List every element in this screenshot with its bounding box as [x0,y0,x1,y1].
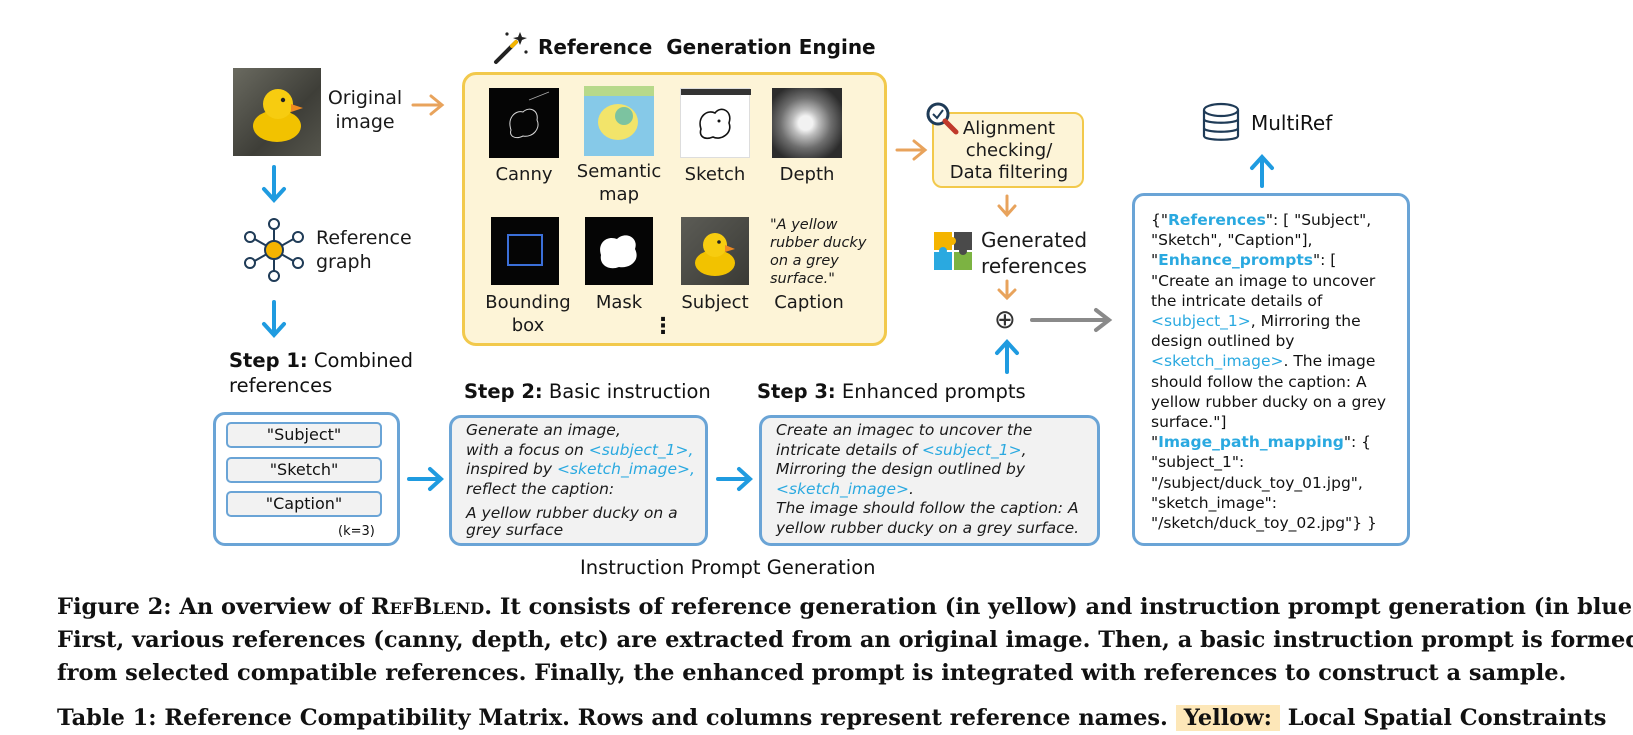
instruction-prompt-generation-label: Instruction Prompt Generation [580,556,876,579]
arrow-original-to-engine [411,94,445,116]
rubber-duck-photo [253,89,303,142]
sketch-thumbnail [680,88,751,158]
basic-instruction-text: Generate an image, with a focus on <subj… [466,421,695,539]
caption-reference-text: "A yellow rubber ducky on a grey surface… [770,217,867,287]
enhanced-prompt-box [759,415,1100,546]
reference-graph-label: Reference graph [316,227,412,273]
arrow-step1-to-step2 [407,467,444,491]
basic-instruction-box [449,415,708,546]
canny-thumbnail [489,88,559,158]
sketch-label: Sketch [684,164,746,185]
puzzle-icon [934,232,972,270]
semantic-map-thumbnail [584,86,654,156]
step2-title: Step 2: Basic instruction [464,380,711,403]
engine-title: Reference Generation Engine [538,35,876,59]
mask-thumbnail [585,217,653,285]
alignment-box [932,112,1084,188]
caption-label: Caption [774,292,844,313]
reference-graph-icon [244,218,304,282]
figure-caption-line-3: from selected compatible references. Fin… [57,660,1567,686]
arrow-step2-to-step3 [716,467,753,491]
enhanced-prompt-text: Create an imagec to uncover the intricat… [776,421,1080,537]
arrow-step3-to-plus [995,339,1019,374]
multiref-label: MultiRef [1251,111,1333,135]
arrow-plus-to-json [1030,308,1113,332]
arrow-alignment-to-generated [997,194,1017,218]
arrow-graph-to-step1 [262,300,286,338]
mask-label: Mask [595,292,643,313]
arrow-generated-to-plus [997,279,1017,301]
reference-item-sketch: "Sketch" [226,457,382,483]
bounding-box-thumbnail [491,217,559,285]
original-image-label: Original image [327,87,403,133]
subject-label: Subject [681,292,749,313]
generated-references-label: Generated references [980,228,1088,278]
arrow-json-to-multiref [1250,154,1274,188]
step3-title: Step 3: Enhanced prompts [757,380,1026,403]
arrow-engine-to-alignment [895,139,928,161]
database-icon [1202,102,1240,141]
reference-item-caption: "Caption" [226,491,382,517]
original-image [233,68,321,156]
combine-plus-icon: ⊕ [994,305,1016,335]
magic-wand-icon [494,32,528,64]
k-value: (k=3) [338,524,375,539]
canny-label: Canny [495,164,553,185]
reference-item-subject: "Subject" [226,422,382,448]
multiref-json-text: {"References": [ "Subject", "Sketch", "C… [1151,211,1387,533]
depth-thumbnail [772,88,842,158]
subject-thumbnail [681,217,749,285]
arrow-image-to-graph [262,165,286,203]
depth-label: Depth [779,164,835,185]
multiref-json-box [1132,193,1410,546]
alignment-label: Alignment checking/ Data filtering [949,118,1069,183]
figure-caption-line-2: First, various references (canny, depth,… [57,627,1633,653]
more-references-ellipsis: ⋮ [652,314,674,339]
figure-caption-line-1: Figure 2: An overview of RefBlend. It co… [57,594,1633,620]
magnifier-check-icon [926,102,959,135]
step1-title: Step 1: Combined references [229,349,413,397]
diagram-arrows [262,94,1274,491]
